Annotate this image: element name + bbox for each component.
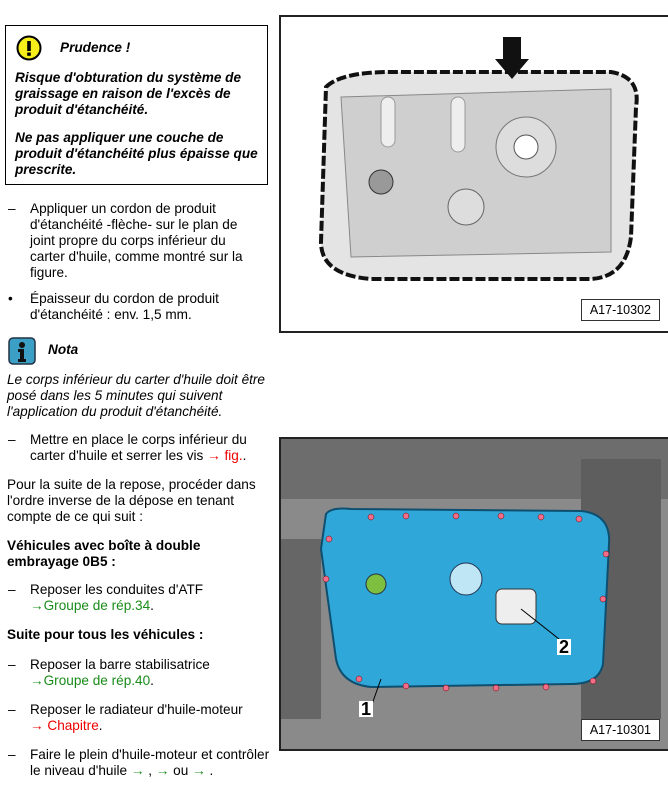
oil-pan-sealant-illustration <box>318 37 639 281</box>
step-atf-lines: –Reposer les conduites d'ATF→Groupe de r… <box>8 582 270 614</box>
separator: , <box>144 763 156 778</box>
dash-marker: – <box>8 201 16 216</box>
bullet-text: Épaisseur du cordon de produit d'étanché… <box>30 291 219 322</box>
note-title: Nota <box>48 342 79 357</box>
figure-id-label: A17-10301 <box>580 719 660 741</box>
repair-group-40-link[interactable]: →Groupe de rép.40 <box>30 673 151 688</box>
period: . <box>205 763 214 778</box>
bullet-thickness: • Épaisseur du cordon de produit d'étanch… <box>8 291 270 323</box>
step-text: Reposer la barre stabilisatrice <box>30 657 210 672</box>
period: . <box>242 448 247 463</box>
exclamation-icon <box>16 35 42 61</box>
dash-marker: – <box>8 747 16 762</box>
period: . <box>150 598 154 613</box>
caution-title: Prudence ! <box>60 40 131 55</box>
step-fill-oil: –Faire le plein d'huile-moteur et contrô… <box>8 747 270 779</box>
step-text: Faire le plein d'huile-moteur et contrôl… <box>30 747 270 778</box>
heading-all-vehicles: Suite pour tous les véhicules : <box>7 627 204 642</box>
note-text: Le corps inférieur du carter d'huile doi… <box>7 372 265 419</box>
caution-box: Prudence ! Risque d'obturation du systèm… <box>5 25 268 185</box>
installed-oil-pan-illustration <box>281 439 668 749</box>
chapter-link[interactable]: → Chapitre <box>30 718 99 733</box>
step-text: Mettre en place le corps inférieur du ca… <box>30 432 247 463</box>
period: . <box>150 673 154 688</box>
step-text: Appliquer un cordon de produit d'étanché… <box>30 201 243 280</box>
step-text: Reposer le radiateur d'huile-moteur <box>30 702 243 717</box>
heading-dsg-vehicles: Véhicules avec boîte à double embrayage … <box>7 538 201 569</box>
oil-level-link-1[interactable]: → <box>130 763 145 778</box>
step-text: Reposer les conduites d'ATF <box>30 582 204 597</box>
callout-2: 2 <box>557 637 572 657</box>
reinstall-paragraph: Pour la suite de la repose, procéder dan… <box>7 477 256 524</box>
period: . <box>98 718 103 733</box>
step-stabilizer: –Reposer la barre stabilisatrice→Groupe … <box>8 657 270 689</box>
step-oil-cooler: –Reposer le radiateur d'huile-moteur→ Ch… <box>8 702 270 734</box>
callout-1: 1 <box>359 699 374 719</box>
figure-id-label: A17-10302 <box>580 299 660 321</box>
dash-marker: – <box>8 657 16 672</box>
repair-group-34-link[interactable]: →Groupe de rép.34 <box>30 598 151 613</box>
dash-marker: – <box>8 702 16 717</box>
step-apply-sealant: –Appliquer un cordon de produit d'étanch… <box>8 201 270 281</box>
arrow-icon <box>495 37 529 79</box>
separator: ou <box>169 763 193 778</box>
oil-level-link-3[interactable]: → <box>192 763 206 778</box>
step-install-pan: –Mettre en place le corps inférieur du c… <box>8 432 270 464</box>
figure-sealant-bead: A17-10302 <box>279 15 668 333</box>
info-icon <box>8 337 36 365</box>
caution-text-2: Ne pas appliquer une couche de produit d… <box>15 130 258 177</box>
dash-marker: – <box>8 582 16 597</box>
caution-text-1: Risque d'obturation du système de graiss… <box>15 70 242 117</box>
bullet-marker: • <box>8 291 13 306</box>
figure-installed-pan: 1 2 A17-10301 <box>279 437 668 751</box>
oil-level-link-2[interactable]: → <box>155 763 170 778</box>
figure-link[interactable]: → fig. <box>207 448 243 463</box>
dash-marker: – <box>8 432 16 447</box>
